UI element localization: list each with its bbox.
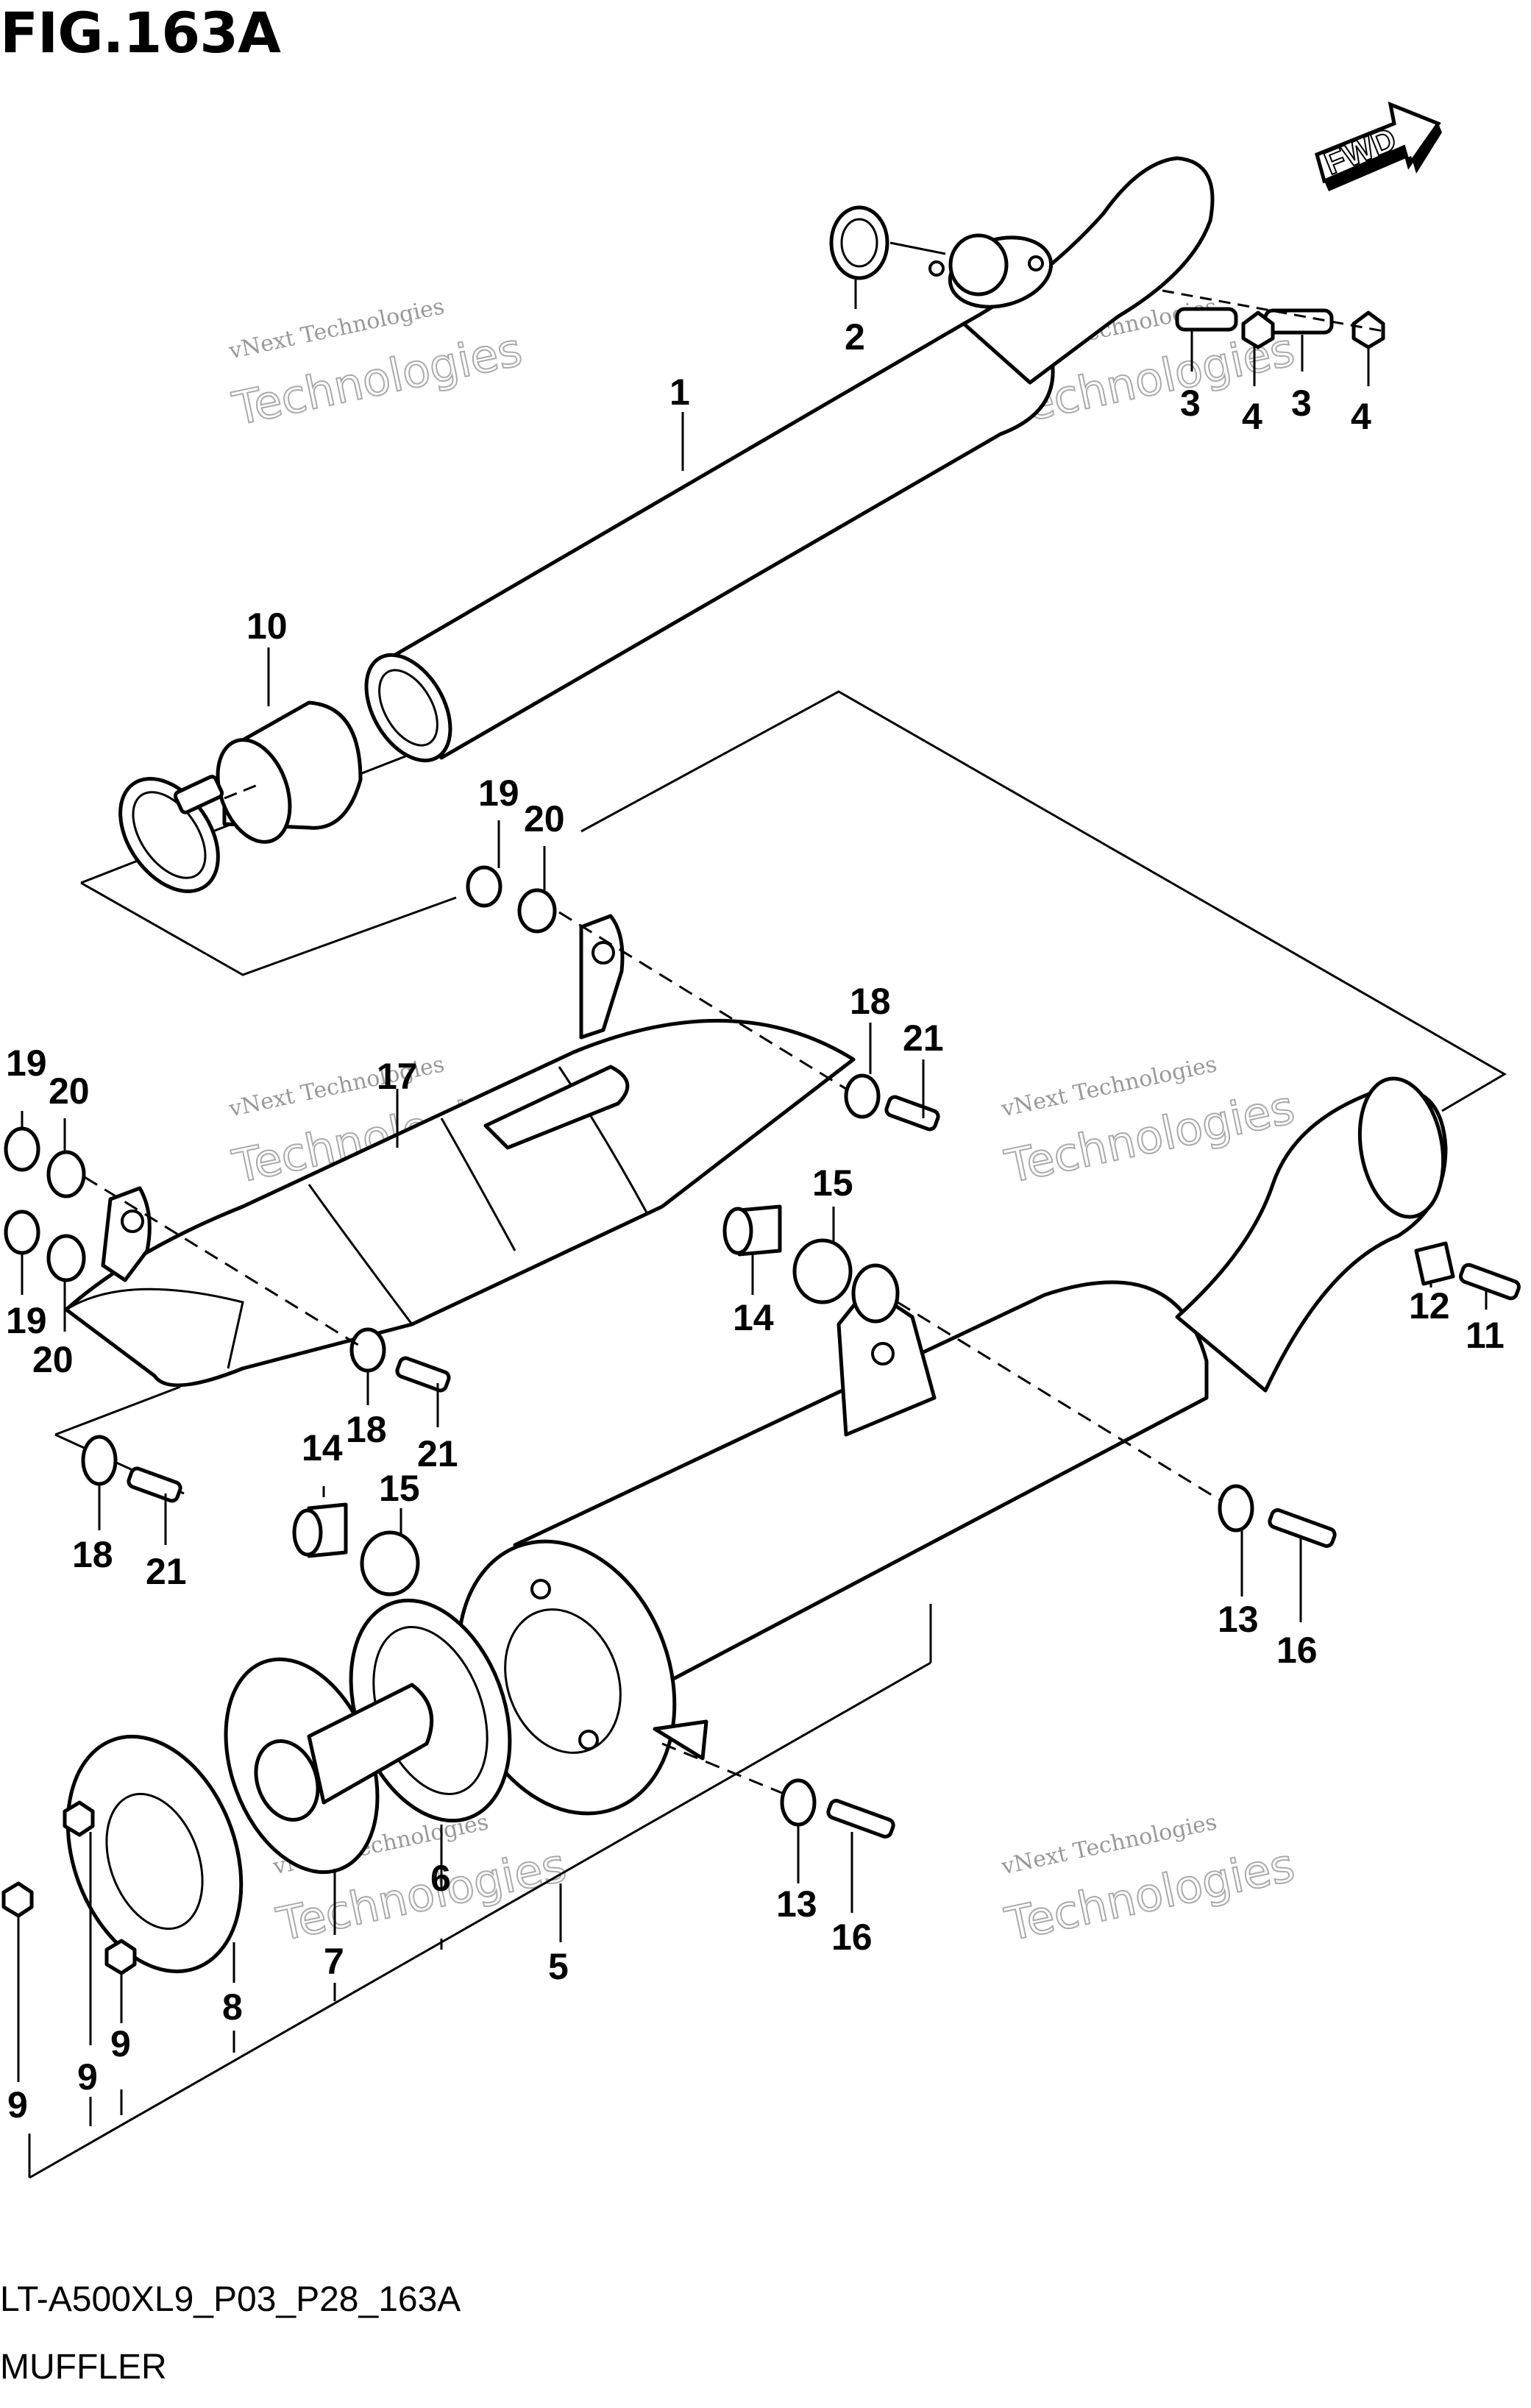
connector-icon — [216, 700, 363, 844]
callout-13: 13 — [1218, 1599, 1259, 1640]
exhaust-pipe-icon — [364, 156, 1215, 763]
cushion-icon — [517, 888, 557, 934]
callout-10: 10 — [246, 605, 288, 647]
callout-21: 21 — [146, 1551, 187, 1592]
callout-3: 3 — [1291, 383, 1312, 424]
callout-16: 16 — [1276, 1630, 1318, 1671]
callout-6: 6 — [430, 1858, 451, 1899]
callout-14: 14 — [733, 1297, 774, 1338]
callout-7: 7 — [324, 1941, 344, 1982]
cushion-icon — [792, 1238, 853, 1304]
callout-18: 18 — [346, 1409, 387, 1450]
washer-icon — [851, 1263, 900, 1324]
callout-labels: 1 2 3 4 3 4 10 19 20 18 21 17 19 20 19 2… — [6, 316, 1505, 2125]
washer-icon — [349, 1327, 386, 1373]
callout-21: 21 — [417, 1433, 458, 1474]
end-cap-icon — [65, 1734, 244, 1974]
callout-18: 18 — [850, 981, 891, 1022]
callout-17: 17 — [377, 1056, 418, 1097]
callout-20: 20 — [32, 1339, 74, 1380]
callout-1: 1 — [669, 372, 690, 413]
alignment-lines — [84, 911, 1222, 1797]
heat-shield-icon — [64, 914, 856, 1388]
washer-icon — [4, 1210, 40, 1255]
callout-19: 19 — [478, 773, 519, 814]
bolt-icon — [127, 1466, 182, 1503]
washer-icon — [4, 1126, 40, 1172]
muffler-icon — [456, 1076, 1448, 1816]
washer-icon — [81, 1435, 118, 1486]
callout-leaders — [17, 280, 1488, 2126]
washer-icon — [780, 1778, 817, 1827]
spark-arrester-icon — [224, 1657, 434, 1875]
callout-5: 5 — [548, 1946, 569, 1987]
callout-3: 3 — [1180, 383, 1201, 424]
fwd-arrow-icon: FWD — [1314, 101, 1442, 191]
bolt-icon — [1459, 1262, 1521, 1301]
callout-2: 2 — [845, 316, 865, 358]
figure-title: FIG.163A — [0, 0, 281, 65]
clamp-icon — [118, 775, 224, 893]
bolt-icon — [395, 1356, 451, 1393]
callout-21: 21 — [903, 1017, 944, 1059]
cushion-icon — [360, 1530, 420, 1597]
callout-16: 16 — [831, 1917, 873, 1958]
callout-4: 4 — [1351, 396, 1371, 437]
callout-20: 20 — [49, 1070, 90, 1112]
callout-8: 8 — [222, 1986, 243, 2028]
callout-9: 9 — [7, 2084, 28, 2125]
figure-code: LT-A500XL9_P03_P28_163A — [0, 2280, 461, 2319]
callout-9: 9 — [77, 2056, 98, 2098]
fastener-group — [1, 865, 1521, 1975]
washer-icon — [466, 865, 502, 908]
washer-icon — [1218, 1484, 1254, 1532]
callout-18: 18 — [72, 1534, 113, 1575]
gasket-icon — [829, 205, 889, 280]
callout-12: 12 — [1409, 1285, 1450, 1326]
cushion-icon — [46, 1234, 86, 1282]
callout-15: 15 — [379, 1468, 420, 1509]
callout-19: 19 — [6, 1043, 47, 1084]
collar-icon — [1414, 1241, 1455, 1286]
bolt-icon — [884, 1095, 940, 1132]
callout-11: 11 — [1466, 1315, 1505, 1356]
callout-19: 19 — [6, 1300, 47, 1341]
callout-4: 4 — [1242, 396, 1262, 437]
washer-icon — [844, 1073, 881, 1119]
nut-icon — [1241, 310, 1385, 349]
bolt-icon — [63, 1800, 95, 1837]
figure-name: MUFFLER — [0, 2348, 167, 2387]
cushion-icon — [46, 1150, 86, 1198]
callout-9: 9 — [110, 2023, 131, 2064]
bolt-icon — [1, 1881, 34, 1918]
callout-15: 15 — [812, 1162, 853, 1204]
callout-20: 20 — [524, 798, 565, 839]
bolt-icon — [1268, 1508, 1337, 1548]
callout-14: 14 — [302, 1427, 343, 1468]
bolt-icon — [826, 1799, 895, 1839]
stud-bolt-icon — [1175, 307, 1334, 335]
bolt-icon — [104, 1939, 137, 1975]
callout-13: 13 — [776, 1883, 817, 1925]
